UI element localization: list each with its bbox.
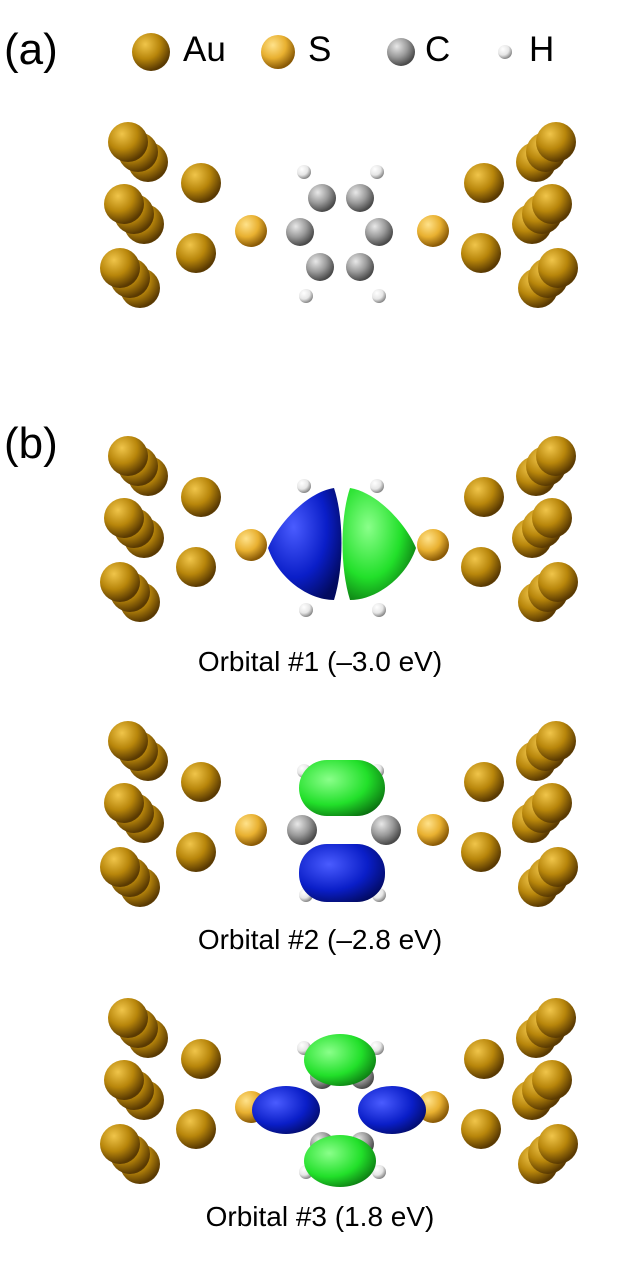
- s-atom: [417, 215, 449, 247]
- s-atom: [235, 215, 267, 247]
- orbital-lobe-green: [299, 760, 385, 816]
- au-atom: [100, 248, 140, 288]
- au-atom: [532, 184, 572, 224]
- au-atom: [464, 163, 504, 203]
- au-atom: [538, 562, 578, 602]
- au-atom: [538, 248, 578, 288]
- au-atom: [536, 122, 576, 162]
- s-atom: [417, 529, 449, 561]
- au-atom: [536, 436, 576, 476]
- orbital-lobe-blue: [252, 1086, 320, 1134]
- au-atom: [108, 436, 148, 476]
- au-atom: [100, 847, 140, 887]
- au-atom: [536, 998, 576, 1038]
- h-atom: [297, 479, 311, 493]
- structures: [100, 122, 578, 1187]
- au-atom: [532, 783, 572, 823]
- au-atom: [176, 547, 216, 587]
- au-atom: [181, 1039, 221, 1079]
- orbital-lobe-blue: [299, 844, 385, 902]
- junction-orbital-2: [100, 721, 578, 907]
- orbital-lobe-green: [342, 488, 416, 600]
- legend-symbol-c: [387, 38, 415, 66]
- orbital-caption-1: Orbital #1 (–3.0 eV): [197, 646, 443, 677]
- au-atom: [538, 1124, 578, 1164]
- au-atom: [538, 847, 578, 887]
- au-atom: [464, 762, 504, 802]
- au-atom: [176, 233, 216, 273]
- c-atom: [365, 218, 393, 246]
- c-atom: [306, 253, 334, 281]
- panel-label-a: (a): [4, 25, 58, 74]
- au-atom: [464, 1039, 504, 1079]
- au-atom: [532, 1060, 572, 1100]
- junction-a: [100, 122, 578, 308]
- legend-symbol-au: [132, 33, 170, 71]
- au-atom: [461, 832, 501, 872]
- h-atom: [372, 1165, 386, 1179]
- c-atom: [346, 253, 374, 281]
- h-atom: [370, 165, 384, 179]
- panel-label-b: (b): [4, 419, 58, 468]
- c-atom: [346, 184, 374, 212]
- orbital-caption-2: Orbital #2 (–2.8 eV): [197, 924, 443, 955]
- legend: [132, 33, 512, 71]
- junction-orbital-1: [100, 436, 578, 622]
- legend-symbol-h: [498, 45, 512, 59]
- h-atom: [299, 289, 313, 303]
- au-atom: [461, 1109, 501, 1149]
- au-atom: [181, 163, 221, 203]
- legend-label-c: C: [425, 30, 451, 69]
- au-atom: [108, 721, 148, 761]
- h-atom: [297, 165, 311, 179]
- c-atom: [308, 184, 336, 212]
- c-atom: [287, 815, 317, 845]
- s-atom: [417, 814, 449, 846]
- h-atom: [299, 603, 313, 617]
- orbital-lobe-green: [304, 1034, 376, 1086]
- orbital-caption-3: Orbital #3 (1.8 eV): [205, 1201, 435, 1232]
- au-atom: [181, 477, 221, 517]
- au-atom: [181, 762, 221, 802]
- au-atom: [104, 1060, 144, 1100]
- orbital-lobe-blue: [358, 1086, 426, 1134]
- au-atom: [461, 233, 501, 273]
- c-atom: [286, 218, 314, 246]
- s-atom: [235, 814, 267, 846]
- legend-label-s: S: [308, 30, 332, 69]
- legend-label-au: Au: [183, 30, 226, 69]
- legend-symbol-s: [261, 35, 295, 69]
- au-atom: [176, 832, 216, 872]
- au-atom: [104, 783, 144, 823]
- orbital-lobe-blue: [268, 488, 342, 600]
- h-atom: [372, 603, 386, 617]
- au-atom: [104, 498, 144, 538]
- h-atom: [372, 289, 386, 303]
- orbital-lobe-green: [304, 1135, 376, 1187]
- au-atom: [100, 1124, 140, 1164]
- au-atom: [536, 721, 576, 761]
- c-atom: [371, 815, 401, 845]
- au-atom: [461, 547, 501, 587]
- au-atom: [108, 998, 148, 1038]
- au-atom: [108, 122, 148, 162]
- au-atom: [100, 562, 140, 602]
- au-atom: [532, 498, 572, 538]
- au-atom: [176, 1109, 216, 1149]
- junction-orbital-3: [100, 998, 578, 1187]
- au-atom: [104, 184, 144, 224]
- au-atom: [464, 477, 504, 517]
- h-atom: [370, 479, 384, 493]
- s-atom: [235, 529, 267, 561]
- legend-label-h: H: [529, 30, 555, 69]
